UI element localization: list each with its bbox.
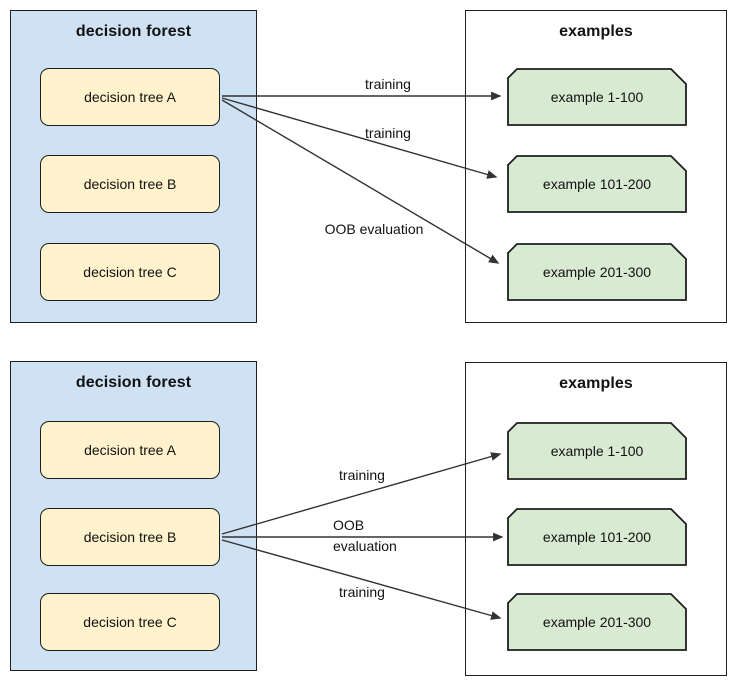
- example-node-label: example 101-200: [542, 529, 652, 545]
- example-node-2-bottom: example 101-200: [507, 508, 687, 566]
- example-node-label: example 201-300: [542, 264, 652, 280]
- arrow-oob-evaluation-top: [221, 99, 500, 264]
- forest-panel-title: decision forest: [75, 23, 192, 40]
- example-node-label: example 101-200: [542, 176, 652, 192]
- edge-label-training-2-top: training: [365, 125, 411, 141]
- tree-node-label: decision tree B: [83, 529, 177, 545]
- chamfered-card-shape: [507, 155, 687, 213]
- tree-node-label: decision tree B: [83, 176, 177, 192]
- example-node-1-top: example 1-100: [507, 68, 687, 126]
- chamfered-card-shape: [507, 422, 687, 480]
- example-node-3-top: example 201-300: [507, 243, 687, 301]
- examples-panel-title: examples: [559, 23, 633, 40]
- tree-node-label: decision tree C: [83, 614, 177, 630]
- arrow-training-2-top: [221, 97, 498, 179]
- example-node-label: example 1-100: [550, 443, 644, 459]
- chamfered-card-shape: [507, 68, 687, 126]
- tree-node-c-bottom: decision tree C: [40, 593, 220, 651]
- tree-node-label: decision tree A: [84, 442, 176, 458]
- example-node-label: example 201-300: [542, 614, 652, 630]
- chamfered-card-shape: [507, 593, 687, 651]
- example-node-label: example 1-100: [550, 89, 644, 105]
- example-node-1-bottom: example 1-100: [507, 422, 687, 480]
- examples-panel-title: examples: [559, 375, 633, 392]
- forest-panel-title: decision forest: [75, 374, 192, 391]
- tree-node-a-bottom: decision tree A: [40, 421, 220, 479]
- edge-label-training-1-bottom: training: [339, 467, 385, 483]
- tree-node-a-top: decision tree A: [40, 68, 220, 126]
- tree-node-label: decision tree A: [84, 89, 176, 105]
- edge-label-training-2-bottom: training: [339, 584, 385, 600]
- tree-node-b-bottom: decision tree B: [40, 508, 220, 566]
- chamfered-card-shape: [507, 508, 687, 566]
- tree-node-b-top: decision tree B: [40, 155, 220, 213]
- tree-node-label: decision tree C: [83, 264, 177, 280]
- chamfered-card-shape: [507, 243, 687, 301]
- edge-label-training-1-top: training: [365, 76, 411, 92]
- example-node-2-top: example 101-200: [507, 155, 687, 213]
- tree-node-c-top: decision tree C: [40, 243, 220, 301]
- edge-label-oob-evaluation-top: OOB evaluation: [324, 221, 424, 237]
- example-node-3-bottom: example 201-300: [507, 593, 687, 651]
- edge-label-oob-evaluation-bottom: OOB evaluation: [333, 517, 397, 554]
